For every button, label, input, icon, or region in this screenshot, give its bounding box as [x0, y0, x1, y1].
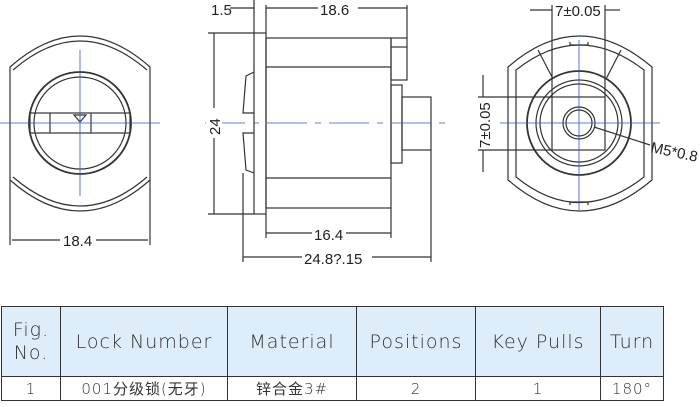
side-view	[205, 0, 445, 262]
front-view	[0, 35, 160, 245]
cell-turn: 180°	[600, 376, 664, 401]
cell-key-pulls: 1	[475, 376, 601, 401]
header-fig: Fig.	[12, 318, 50, 341]
dim-square-v: 7±0.05	[477, 102, 494, 148]
header-material: Material	[227, 306, 357, 377]
header-turn: Turn	[600, 306, 664, 377]
rear-view	[478, 5, 660, 212]
table-header-row: Fig.No. Lock Number Material Positions K…	[1, 306, 664, 377]
cell-lock-number: 001分级锁(无牙)	[60, 376, 228, 401]
dim-left-width: 18.4	[63, 233, 92, 250]
table-row: 1 001分级锁(无牙) 锌合金3# 2 1 180°	[1, 376, 664, 401]
dim-thread: M5*0.8	[649, 139, 699, 166]
header-no: No.	[13, 341, 49, 364]
header-key-pulls: Key Pulls	[475, 306, 601, 377]
dim-body-bottom: 16.4	[314, 227, 343, 244]
dim-square-h: 7±0.05	[555, 3, 601, 20]
header-positions: Positions	[356, 306, 476, 377]
cell-material: 锌合金3#	[227, 376, 357, 401]
spec-table: Fig.No. Lock Number Material Positions K…	[1, 306, 664, 401]
dim-height: 24	[207, 118, 224, 135]
header-fig-no: Fig.No.	[1, 306, 61, 377]
cell-fig: 1	[1, 376, 61, 401]
dim-body-top: 18.6	[320, 2, 349, 19]
header-lock-number: Lock Number	[60, 306, 228, 377]
technical-drawing: 18.4 1.5 18.6 24 16.4 24.8?.15 7±0.05 7±…	[0, 0, 699, 268]
cell-positions: 2	[356, 376, 476, 401]
dim-flange: 1.5	[211, 2, 232, 19]
dim-total-length: 24.8?.15	[304, 251, 362, 268]
